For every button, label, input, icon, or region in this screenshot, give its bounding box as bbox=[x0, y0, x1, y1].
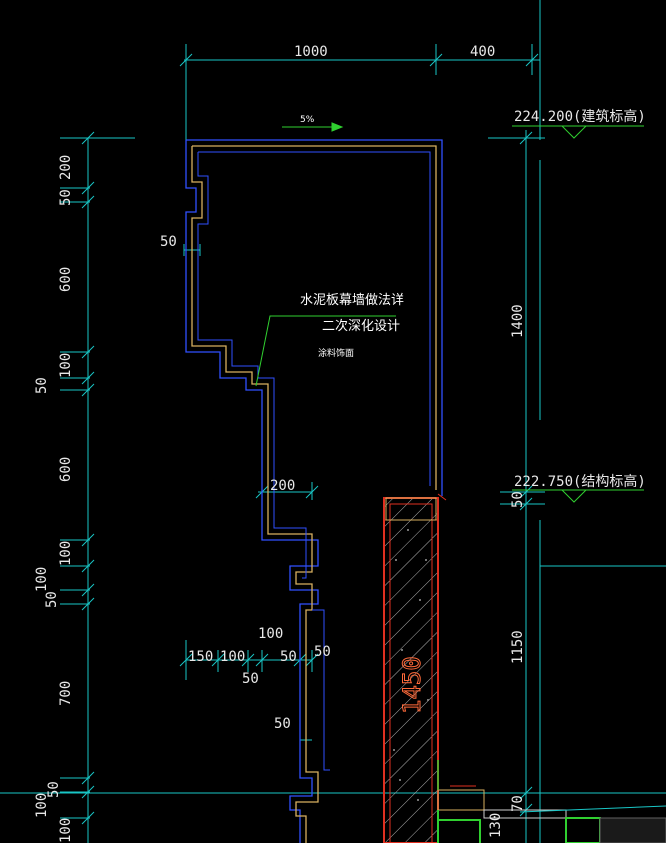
dim-inner-50a: 50 bbox=[160, 234, 177, 250]
dim-inner-50d: 50 bbox=[242, 671, 259, 687]
dim-inner-100: 100 bbox=[258, 626, 283, 642]
dim-inner-50e: 50 bbox=[274, 716, 291, 732]
dim-left-200: 200 bbox=[58, 155, 74, 180]
dim-top-1000: 1000 bbox=[294, 44, 328, 60]
dim-right-1150: 1150 bbox=[510, 630, 526, 664]
dim-right-70: 70 bbox=[510, 795, 526, 812]
dim-right-1400: 1400 bbox=[510, 304, 526, 338]
dim-left-600a: 600 bbox=[58, 267, 74, 292]
dim-right-50: 50 bbox=[510, 491, 526, 508]
dim-top-400: 400 bbox=[470, 44, 495, 60]
dim-inner-50c: 50 bbox=[314, 644, 331, 660]
level-struct: 222.750(结构标高) bbox=[514, 473, 646, 490]
parapet-profile bbox=[185, 139, 443, 843]
slope-label: 5% bbox=[300, 115, 315, 125]
dim-left-100e: 100 bbox=[58, 818, 74, 843]
dim-left-700: 700 bbox=[58, 681, 74, 706]
base-detail bbox=[437, 760, 666, 843]
dim-left-100b: 100 bbox=[58, 541, 74, 566]
dim-inner-50b: 50 bbox=[280, 649, 297, 665]
dim-inner-200: 200 bbox=[270, 478, 295, 494]
note-line-1: 水泥板幕墙做法详 bbox=[300, 293, 404, 308]
gravel-dots bbox=[393, 529, 429, 801]
dim-left-50a: 50 bbox=[58, 189, 74, 206]
dim-inner-150: 150 bbox=[188, 649, 213, 665]
note-leader bbox=[255, 122, 396, 387]
level-markers bbox=[512, 125, 644, 503]
dim-left-600b: 600 bbox=[58, 457, 74, 482]
dim-left-50c: 50 bbox=[44, 591, 60, 608]
dim-inner-100b: 100 bbox=[220, 649, 245, 665]
dim-left-100d: 100 bbox=[34, 793, 50, 818]
wall-height-label: 1450 bbox=[398, 656, 426, 714]
dim-left-50d: 50 bbox=[46, 781, 62, 798]
dim-left-50b: 50 bbox=[34, 377, 50, 394]
concrete-wall bbox=[383, 493, 447, 843]
note-line-2: 二次深化设计 bbox=[322, 318, 400, 334]
dim-left-100a: 100 bbox=[58, 353, 74, 378]
note-line-3: 涂料饰面 bbox=[318, 347, 354, 359]
dim-left-100c: 100 bbox=[34, 567, 50, 592]
dim-right-130: 130 bbox=[488, 813, 504, 838]
level-arch: 224.200(建筑标高) bbox=[514, 108, 646, 125]
